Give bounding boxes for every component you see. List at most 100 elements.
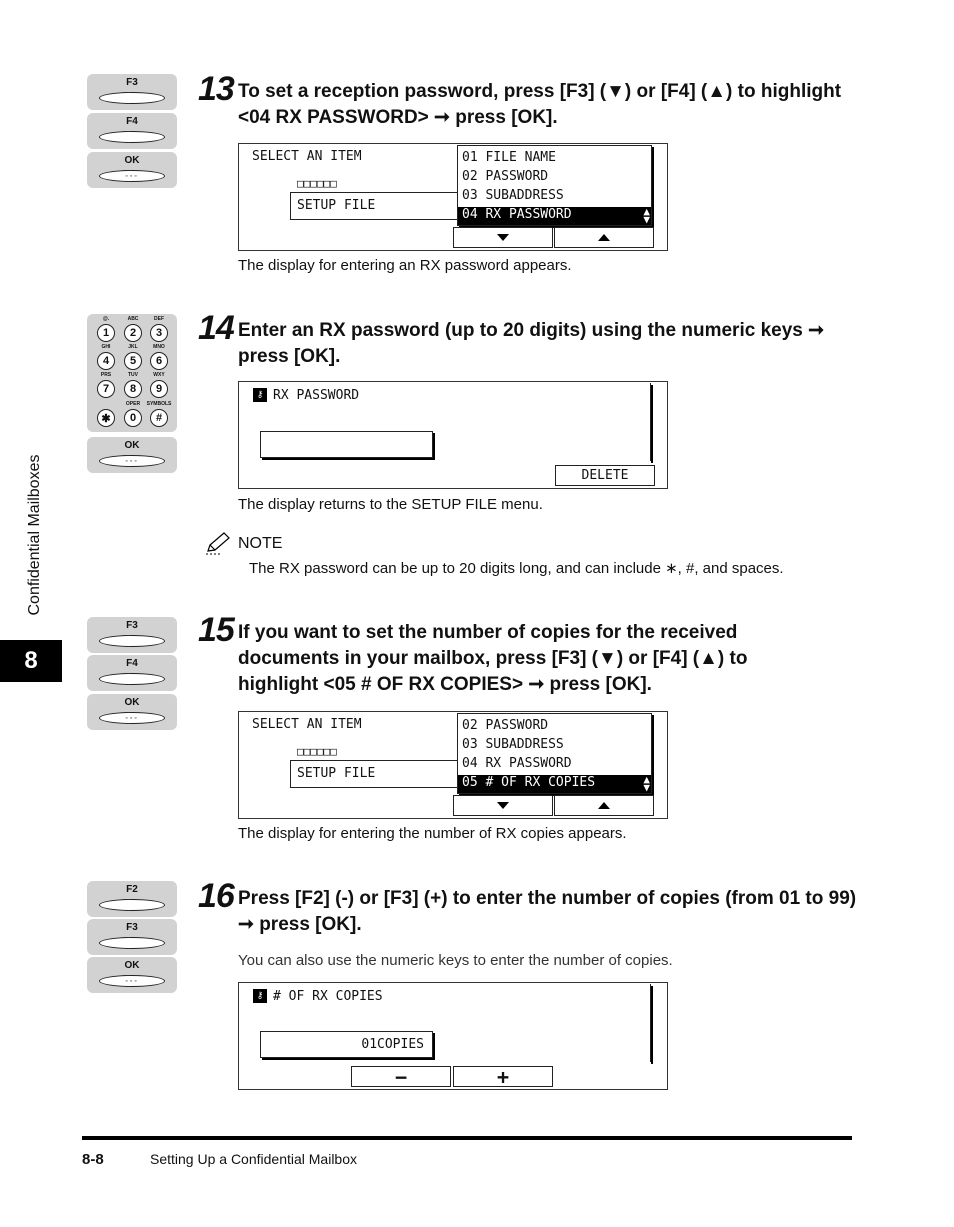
ok-key-dots: ◦◦◦ [125, 978, 139, 985]
numpad-key-sublabel: WXY [153, 372, 165, 378]
down-arrow-icon [497, 802, 509, 809]
lcd-list-item[interactable]: 02 PASSWORD [462, 718, 549, 733]
up-arrow-icon [598, 802, 610, 809]
scroll-arrows-icon: ▲▼ [643, 205, 650, 226]
lcd-list-item-selected[interactable]: 04 RX PASSWORD [458, 207, 651, 225]
ok-key[interactable]: OK ◦◦◦ [87, 152, 177, 188]
numpad-key-sublabel: JKL [128, 344, 138, 350]
lcd-title: # OF RX COPIES [273, 989, 383, 1004]
ok-key-label: OK [124, 697, 140, 708]
f3-key-button [99, 937, 165, 949]
lcd-field-box: SETUP FILE [290, 192, 458, 220]
numpad-key-sublabel: ABC [127, 316, 139, 322]
lcd-list-item-selected[interactable]: 05 # OF RX COPIES [458, 775, 651, 793]
lcd-item-list: 02 PASSWORD 03 SUBADDRESS 04 RX PASSWORD… [457, 713, 652, 794]
numpad-key[interactable]: 9 [150, 380, 168, 398]
down-button[interactable] [453, 795, 553, 816]
numpad-key[interactable]: 2 [124, 324, 142, 342]
step-14-number: 14 [198, 309, 235, 347]
minus-button[interactable]: − [351, 1065, 451, 1089]
numpad-key[interactable]: 7 [97, 380, 115, 398]
lcd-divider [649, 984, 651, 1062]
footer-title: Setting Up a Confidential Mailbox [150, 1151, 358, 1167]
lcd-list-item[interactable]: 04 RX PASSWORD [462, 756, 572, 771]
f4-key-button [99, 673, 165, 685]
lcd-list-item[interactable]: 02 PASSWORD [462, 169, 549, 184]
step-15-number: 15 [198, 611, 235, 649]
f2-key-label: F2 [126, 884, 138, 895]
ok-key-button [99, 455, 165, 467]
down-button[interactable] [453, 227, 553, 248]
step-13-text: To set a reception password, press [F3] … [238, 81, 842, 128]
lcd-list-item[interactable]: 01 FILE NAME [462, 150, 556, 165]
ok-key-button [99, 170, 165, 182]
delete-button[interactable]: DELETE [555, 465, 655, 486]
ok-key[interactable]: OK ◦◦◦ [87, 694, 177, 730]
lcd-field-box: SETUP FILE [290, 760, 458, 788]
f3-key[interactable]: F3 [87, 617, 177, 653]
numpad-key-sublabel: PRS [100, 372, 112, 378]
numpad-key[interactable]: 4 [97, 352, 115, 370]
up-button[interactable] [554, 795, 654, 816]
lcd-item-list: 01 FILE NAME 02 PASSWORD 03 SUBADDRESS 0… [457, 145, 652, 226]
f4-key[interactable]: F4 [87, 113, 177, 149]
ok-key[interactable]: OK ◦◦◦ [87, 957, 177, 993]
numpad-key[interactable]: 1 [97, 324, 115, 342]
plus-icon: + [496, 1064, 510, 1089]
f3-key-button [99, 92, 165, 104]
step-13-number: 13 [198, 70, 235, 108]
ok-key-button [99, 975, 165, 987]
chapter-tab: 8 [0, 640, 62, 682]
numpad-key-sublabel: OPER [125, 401, 141, 407]
up-button[interactable] [554, 227, 654, 248]
ok-key-dots: ◦◦◦ [125, 458, 139, 465]
f3-key-label: F3 [126, 620, 138, 631]
numpad-key[interactable]: ✱ [97, 409, 115, 427]
f3-key-label: F3 [126, 77, 138, 88]
ok-key[interactable]: OK◦◦◦ [87, 437, 177, 473]
numpad-key-sublabel: MNO [153, 344, 165, 350]
f3-key[interactable]: F3 [87, 74, 177, 110]
step-16-number: 16 [198, 877, 235, 915]
lcd-select-item-15: SELECT AN ITEM □□□□□□ SETUP FILE 02 PASS… [238, 711, 668, 819]
chapter-side-label-text: Confidential Mailboxes [26, 454, 43, 616]
copies-input[interactable]: 01COPIES [260, 1031, 433, 1058]
step-15-result: The display for entering the number of R… [238, 825, 627, 842]
numpad-key[interactable]: 8 [124, 380, 142, 398]
delete-button-label: DELETE [581, 468, 629, 483]
password-input[interactable] [260, 431, 433, 458]
down-arrow-icon [497, 234, 509, 241]
step-13-result: The display for entering an RX password … [238, 257, 572, 274]
numpad-key-sublabel: SYMBOLS [146, 401, 172, 407]
f4-key-button [99, 131, 165, 143]
lcd-field: SETUP FILE [297, 198, 376, 213]
ok-key-label: OK [124, 155, 140, 166]
scroll-arrows-icon: ▲▼ [643, 773, 650, 794]
f2-key[interactable]: F2 [87, 881, 177, 917]
lcd-list-item[interactable]: 03 SUBADDRESS [462, 188, 564, 203]
f4-key[interactable]: F4 [87, 655, 177, 691]
ok-key-label: OK [124, 960, 140, 971]
f3-key-label: F3 [126, 922, 138, 933]
numpad-key[interactable]: 6 [150, 352, 168, 370]
lcd-squares: □□□□□□ [297, 745, 337, 758]
ok-key-dots: ◦◦◦ [125, 715, 139, 722]
ok-key-dots: ◦◦◦ [125, 173, 139, 180]
lcd-select-item-13: SELECT AN ITEM □□□□□□ SETUP FILE 01 FILE… [238, 143, 668, 251]
numpad-key[interactable]: 5 [124, 352, 142, 370]
f3-key[interactable]: F3 [87, 919, 177, 955]
key-icon: ⚷ [253, 388, 267, 402]
lcd-list-item[interactable]: 03 SUBADDRESS [462, 737, 564, 752]
lcd-rx-password: ⚷ RX PASSWORD DELETE [238, 381, 668, 489]
ok-key-button [99, 712, 165, 724]
lcd-squares: □□□□□□ [297, 177, 337, 190]
numpad-key[interactable]: # [150, 409, 168, 427]
numpad-key[interactable]: 3 [150, 324, 168, 342]
key-icon: ⚷ [253, 989, 267, 1003]
step-14-result: The display returns to the SETUP FILE me… [238, 496, 543, 513]
step-15-text: If you want to set the number of copies … [238, 622, 748, 695]
plus-button[interactable]: + [453, 1064, 553, 1089]
step-14-text: Enter an RX password (up to 20 digits) u… [238, 320, 825, 367]
numpad-key[interactable]: 0 [124, 409, 142, 427]
